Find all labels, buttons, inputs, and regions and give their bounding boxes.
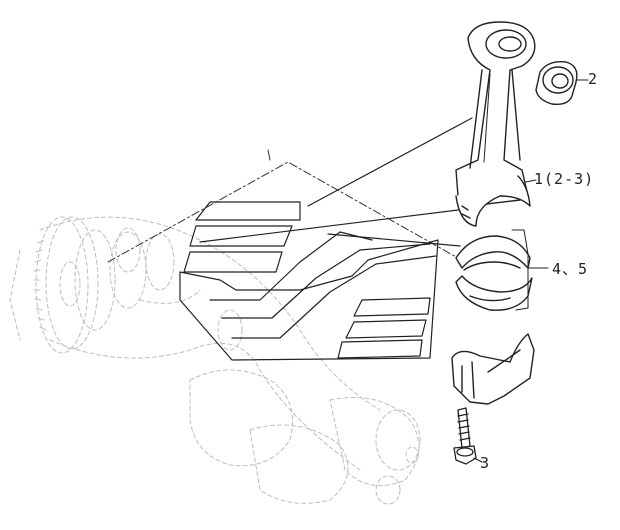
crankshaft-ghost (9, 216, 421, 505)
callout-label-4-5: 4、5 (552, 260, 589, 278)
callout-label-1: 1(2-3) (534, 170, 595, 188)
leader-line-1 (525, 179, 537, 183)
assembly-axis-tick (267, 149, 271, 161)
callout-label-2: 2 (588, 70, 599, 88)
rod-cap (451, 333, 535, 405)
leader-line-3 (473, 457, 483, 463)
connecting-rod-part-1 (455, 21, 536, 227)
assembly-axis-line (107, 161, 459, 263)
rod-bolt-part-3 (453, 407, 477, 465)
bearing-shells-parts-4-5 (455, 235, 533, 311)
gear-teeth-ghost (33, 239, 47, 331)
shells-bracket (511, 229, 549, 311)
bushing-part-2 (535, 61, 578, 106)
callout-label-3: 3 (480, 454, 491, 472)
stylized-logo-mark (179, 117, 473, 361)
